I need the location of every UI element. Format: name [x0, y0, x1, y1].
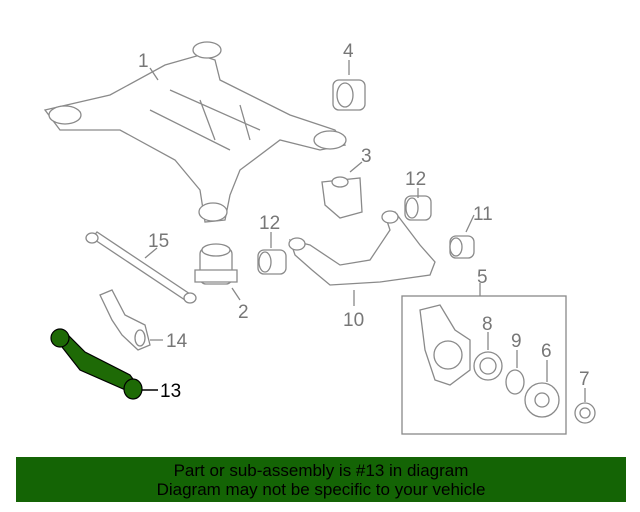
callout-11: 11 [473, 204, 493, 225]
banner-line-1: Part or sub-assembly is #13 in diagram [173, 461, 469, 480]
callout-10: 10 [343, 310, 364, 331]
part-bushing-12b[interactable] [257, 249, 287, 275]
callout-8: 8 [482, 314, 493, 335]
part-link-14[interactable] [99, 289, 151, 351]
part-ring-9[interactable] [505, 369, 525, 395]
callout-7: 7 [579, 369, 590, 390]
part-bushing-11[interactable] [449, 235, 475, 259]
callout-6: 6 [541, 341, 552, 362]
callout-3: 3 [361, 146, 372, 167]
part-info-banner: Part or sub-assembly is #13 in diagram D… [16, 457, 626, 502]
part-mount-2[interactable] [194, 243, 238, 285]
callout-12: 12 [259, 213, 280, 234]
part-control-arm-10[interactable] [288, 210, 436, 286]
banner-line-2: Diagram may not be specific to your vehi… [156, 480, 486, 499]
callout-13: 13 [160, 381, 181, 402]
part-mount-3[interactable] [321, 176, 363, 219]
part-13-highlighted[interactable] [50, 328, 143, 400]
callout-9: 9 [511, 331, 522, 352]
callout-15: 15 [148, 231, 169, 252]
callout-12: 12 [405, 169, 426, 190]
part-5-assembly-box [401, 295, 567, 435]
part-knuckle[interactable] [419, 304, 471, 386]
part-rod-15[interactable] [85, 231, 197, 304]
part-nut-7[interactable] [574, 402, 596, 424]
callout-1: 1 [138, 51, 149, 72]
part-bearing-8[interactable] [473, 351, 503, 381]
callout-5: 5 [477, 267, 488, 288]
part-hub-6[interactable] [524, 382, 560, 418]
part-bushing-12a[interactable] [404, 195, 432, 221]
callout-14: 14 [166, 331, 188, 352]
callout-2: 2 [238, 302, 249, 323]
part-subframe[interactable] [43, 41, 347, 223]
part-bushing-4[interactable] [332, 79, 366, 111]
callout-4: 4 [343, 41, 354, 62]
